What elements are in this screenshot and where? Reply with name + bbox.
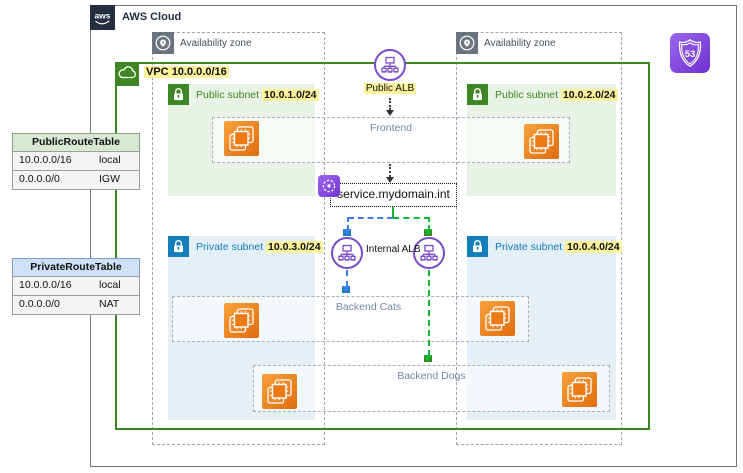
route-destination: 10.0.0.0/16 <box>19 279 72 291</box>
aws-logo-icon: aws <box>90 5 115 30</box>
flow-arrowhead-green <box>424 229 432 236</box>
flow-line-green-split <box>393 217 430 219</box>
flow-line-green-down <box>428 217 430 230</box>
route-target: local <box>99 154 121 166</box>
ec2-instance-icon <box>524 124 559 159</box>
public-route-table: PublicRouteTable 10.0.0.0/16 local 0.0.0… <box>12 133 140 190</box>
vpc-cidr: 10.0.0.0/16 <box>171 66 227 78</box>
availability-zone-icon <box>152 32 174 54</box>
route53-resolver-icon <box>318 175 340 197</box>
subnet-cidr: 10.0.1.0/24 <box>261 89 319 101</box>
private-subnet-lock-icon <box>467 236 488 257</box>
subnet-cidr: 10.0.3.0/24 <box>266 241 323 253</box>
route-row: 10.0.0.0/16 local <box>12 276 140 296</box>
flow-arrowhead-blue <box>343 229 351 236</box>
route-destination: 10.0.0.0/16 <box>19 154 72 166</box>
route-table-title: PublicRouteTable <box>12 133 140 152</box>
subnet-label: Private subnet <box>196 241 264 253</box>
availability-zone-label: Availability zone <box>484 38 556 49</box>
flow-line-service-stem <box>392 207 394 218</box>
public-alb-label: Public ALB <box>363 83 417 94</box>
frontend-label: Frontend <box>369 122 413 134</box>
flow-arrowhead <box>386 177 394 183</box>
route-destination: 0.0.0.0/0 <box>19 298 60 310</box>
flow-line-frontend-service <box>389 164 391 177</box>
subnet-header: Private subnet 10.0.4.0/24 <box>495 241 622 253</box>
subnet-label: Public subnet <box>196 89 260 101</box>
backend-dogs-label: Backend Dogs <box>397 370 466 382</box>
route-table-title: PrivateRouteTable <box>12 258 140 277</box>
subnet-header: Public subnet 10.0.1.0/24 <box>196 89 319 101</box>
flow-line-blue-split <box>348 217 393 219</box>
backend-cats-label: Backend Cats <box>335 301 402 313</box>
ec2-instance-icon <box>562 372 597 407</box>
ec2-instance-icon <box>224 121 259 156</box>
ec2-instance-icon <box>224 303 259 338</box>
route53-icon: 53 <box>670 33 710 73</box>
internal-alb-label: Internal ALB <box>366 244 421 255</box>
subnet-header: Public subnet 10.0.2.0/24 <box>495 89 618 101</box>
ec2-instance-icon <box>262 374 297 409</box>
service-domain-box: service.mydomain.int <box>330 183 457 207</box>
flow-line-blue-cats <box>346 270 348 287</box>
route-target: IGW <box>99 173 120 185</box>
ec2-instance-icon <box>480 301 515 336</box>
route-destination: 0.0.0.0/0 <box>19 173 60 185</box>
private-subnet-lock-icon <box>168 236 189 257</box>
flow-arrowhead <box>386 110 394 116</box>
route-row: 10.0.0.0/16 local <box>12 151 140 171</box>
subnet-cidr: 10.0.4.0/24 <box>565 241 622 253</box>
route-row: 0.0.0.0/0 NAT <box>12 295 140 315</box>
route-row: 0.0.0.0/0 IGW <box>12 170 140 190</box>
frontend-group: Frontend <box>212 117 570 163</box>
availability-zone-label: Availability zone <box>180 38 252 49</box>
flow-arrowhead-green <box>424 355 432 362</box>
aws-cloud-label: AWS Cloud <box>122 11 182 23</box>
flow-arrowhead-blue <box>342 286 350 293</box>
subnet-header: Private subnet 10.0.3.0/24 <box>196 241 323 253</box>
public-subnet-lock-icon <box>467 84 488 105</box>
route-target: local <box>99 279 121 291</box>
private-route-table: PrivateRouteTable 10.0.0.0/16 local 0.0.… <box>12 258 140 315</box>
flow-line-green-dogs <box>428 270 430 356</box>
route-target: NAT <box>99 298 120 310</box>
aws-cloud-container <box>90 5 737 467</box>
vpc-label-text: VPC <box>146 66 169 78</box>
availability-zone-right <box>456 32 622 445</box>
subnet-label: Private subnet <box>495 241 563 253</box>
subnet-label: Public subnet <box>495 89 559 101</box>
backend-dogs-group: Backend Dogs <box>253 365 610 412</box>
vpc-icon <box>115 62 139 86</box>
flow-line-alb-frontend <box>389 98 391 110</box>
svg-text:aws: aws <box>94 11 110 21</box>
internal-alb-left-icon <box>331 237 363 269</box>
internal-alb-right-icon <box>413 237 445 269</box>
availability-zone-icon <box>456 32 478 54</box>
flow-line-blue-down <box>347 217 349 230</box>
availability-zone-left <box>152 32 325 445</box>
route53-badge: 53 <box>685 49 696 60</box>
public-alb-icon <box>374 49 406 81</box>
subnet-cidr: 10.0.2.0/24 <box>560 89 618 101</box>
public-subnet-lock-icon <box>168 84 189 105</box>
vpc-label: VPC 10.0.0.0/16 <box>144 66 229 78</box>
